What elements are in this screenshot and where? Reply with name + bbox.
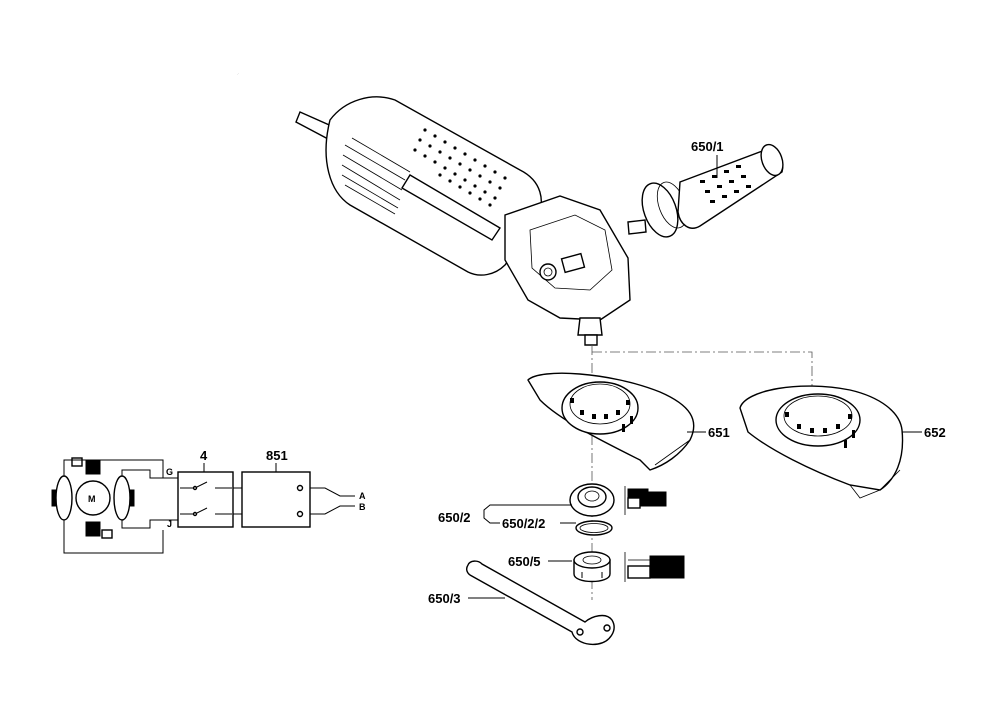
switch-box [177, 471, 234, 528]
pin-spanner[interactable] [465, 560, 615, 646]
wheel-guard-652[interactable] [739, 385, 904, 499]
grip-texture [413, 128, 507, 207]
output-b-label: B [359, 502, 366, 512]
terminal-g-label: G [166, 467, 173, 477]
callout-851: 851 [266, 448, 288, 463]
electronics-module-box [241, 471, 311, 528]
wheel-guard-651[interactable] [527, 372, 695, 471]
wiring-schematic: M [51, 457, 355, 554]
motor-symbol-label: M [88, 494, 96, 504]
callout-651: 651 [708, 425, 730, 440]
output-a-label: A [359, 491, 366, 501]
clamp-nut[interactable] [573, 551, 611, 583]
callout-650-3: 650/3 [428, 591, 461, 606]
mounting-flange[interactable] [569, 483, 615, 517]
callout-650-1: 650/1 [691, 139, 724, 154]
callout-652: 652 [924, 425, 946, 440]
callout-650-2-2: 650/2/2 [502, 516, 545, 531]
flange-section-detail [624, 486, 667, 515]
flange-o-ring[interactable] [575, 520, 613, 536]
callout-650-5: 650/5 [508, 554, 541, 569]
terminal-j-label: J [167, 519, 172, 529]
callout-4: 4 [200, 448, 208, 463]
angle-grinder-body [236, 72, 631, 346]
auxiliary-handle[interactable] [627, 142, 787, 242]
clamp-nut-section-detail [624, 552, 685, 582]
callout-650-2: 650/2 [438, 510, 471, 525]
